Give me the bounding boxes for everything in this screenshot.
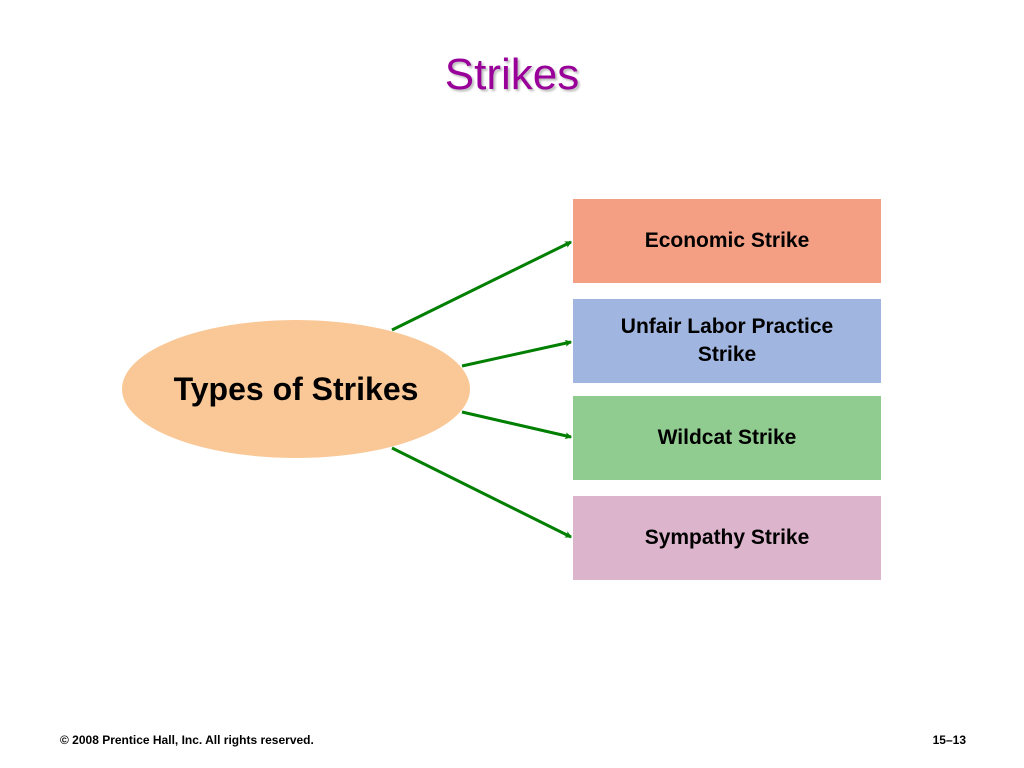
box-sympathy-strike: Sympathy Strike — [573, 496, 881, 580]
box-label: Sympathy Strike — [644, 526, 810, 549]
box-unfair-labor-practice-strike: Unfair Labor Practice Strike — [573, 299, 881, 383]
footer-copyright: © 2008 Prentice Hall, Inc. All rights re… — [60, 733, 314, 747]
box-label: Unfair Labor Practice Strike — [620, 315, 834, 366]
arrow-economic — [391, 240, 573, 332]
box-label: Wildcat Strike — [657, 426, 797, 449]
center-label: Types of Strikes — [173, 370, 419, 407]
arrow-wildcat — [461, 410, 573, 440]
box-wildcat-strike: Wildcat Strike — [573, 396, 881, 480]
box-label: Economic Strike — [644, 229, 810, 252]
center-ellipse: Types of Strikes — [122, 320, 470, 458]
box-economic-strike: Economic Strike — [573, 199, 881, 283]
slide-title: Strikes — [444, 50, 580, 99]
footer-page-number: 15–13 — [932, 733, 966, 747]
arrow-unfair-labor — [461, 339, 573, 368]
arrow-sympathy — [391, 446, 573, 539]
